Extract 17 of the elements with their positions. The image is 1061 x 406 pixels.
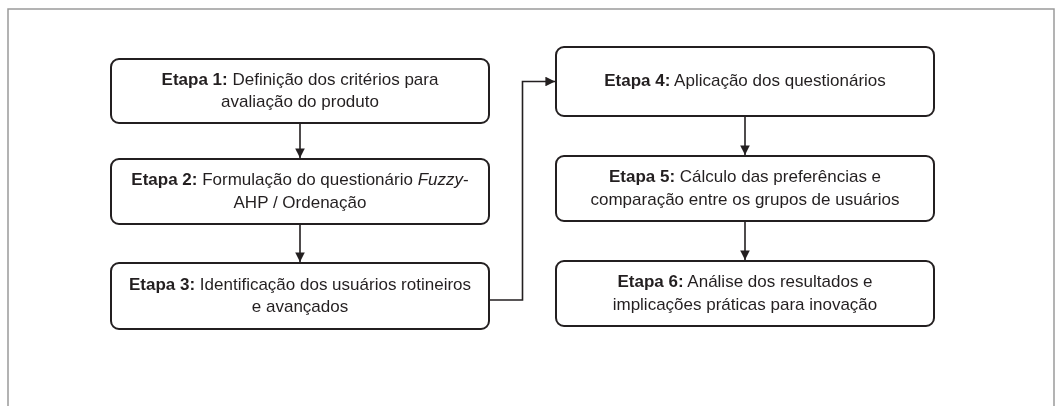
step-text: Etapa 4: Aplicação dos questionários	[604, 70, 886, 93]
step-text: Etapa 3: Identificação dos usuários rotineiros e avançados	[127, 273, 473, 318]
step-text: Etapa 5: Cálculo das preferências e comparação entre os grupos de usuários	[589, 166, 901, 211]
arrow	[740, 116, 750, 156]
step-text: Etapa 6: Análise dos resultados e implicações práticas para inovação	[611, 271, 879, 316]
step-box	[110, 262, 490, 330]
arrow	[740, 221, 750, 261]
step-text: Etapa 1: Definição dos critérios para avaliação do produto	[160, 68, 440, 113]
step-box	[555, 260, 935, 327]
step-box	[110, 158, 490, 225]
arrow	[489, 76, 556, 301]
arrow	[295, 224, 305, 263]
step-text: Etapa 2: Formulação do questionário Fuzzy-AHP / Ordenação	[130, 169, 470, 214]
arrow	[295, 123, 305, 159]
step-box	[110, 58, 490, 124]
step-box	[555, 155, 935, 222]
step-box	[555, 46, 935, 117]
